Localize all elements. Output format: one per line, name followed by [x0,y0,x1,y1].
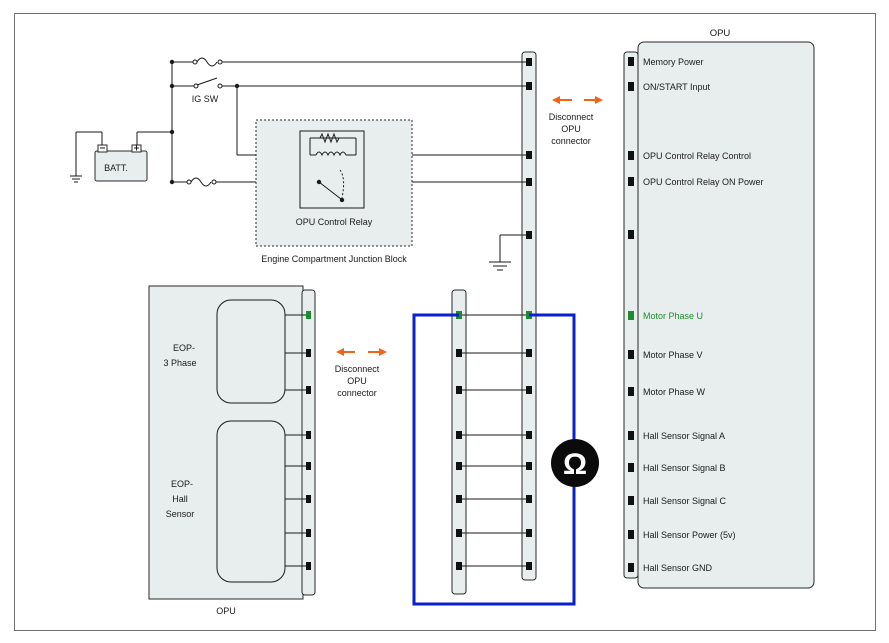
opu-pin-5 [628,230,634,239]
pin-label-relay-on-power: OPU Control Relay ON Power [643,177,764,187]
harness-left-pin-3 [456,386,462,394]
ohmmeter-loop [412,313,576,606]
eop-hall-label-3: Sensor [166,509,195,519]
harness-right-pin-3 [526,151,532,159]
harness-left-pin-7 [456,529,462,537]
opu-pin-9 [628,431,634,440]
pin-label-on-start-input: ON/START Input [643,82,711,92]
battery [70,131,148,183]
eop-pin-2 [306,349,311,357]
harness-right-pin-13 [526,562,532,570]
ohmmeter-icon [551,439,599,487]
pin-label-hall-signal-b: Hall Sensor Signal B [643,463,726,473]
opu-pin-3 [628,151,634,160]
pin-label-motor-phase-u: Motor Phase U [643,311,703,321]
harness-right-pin-2 [526,82,532,90]
opu-pin-6 [628,311,634,320]
pin-label-motor-phase-w: Motor Phase W [643,387,706,397]
opu-pin-10 [628,463,634,472]
harness-wires [459,314,529,567]
pin-label-hall-power: Hall Sensor Power (5v) [643,530,736,540]
opu-pin-7 [628,350,634,359]
disconnect-label-top-3: connector [551,136,591,146]
eop-3phase-block [216,299,286,404]
opu-bottom-title: OPU [216,606,236,616]
opu-pin-12 [628,530,634,539]
eop-pin-3 [306,386,311,394]
pin-label-memory-power: Memory Power [643,57,704,67]
eop-3phase-label-1: EOP- [173,343,195,353]
opu-right-pins [628,57,634,572]
harness-right-pin-8 [526,386,532,394]
opu-pin-8 [628,387,634,396]
relay-internals [309,132,357,203]
pin-label-motor-phase-v: Motor Phase V [643,350,703,360]
pin-label-relay-control: OPU Control Relay Control [643,151,751,161]
pin-label-hall-gnd: Hall Sensor GND [643,563,713,573]
eop-hall-block [216,420,286,583]
harness-right-pin-12 [526,529,532,537]
relay-label: OPU Control Relay [296,217,373,227]
harness-right-pin-4 [526,178,532,186]
harness-left-pin-6 [456,495,462,503]
disconnect-arrow-bottom [336,348,387,356]
harness-left-pin-8 [456,562,462,570]
opu-pin-13 [628,563,634,572]
disconnect-arrow-top [552,96,603,104]
opu-pin-11 [628,496,634,505]
eop-pin-6 [306,495,311,503]
harness-left-pin-2 [456,349,462,357]
battery-label: BATT. [104,163,128,173]
opu-pin-labels: Memory Power ON/START Input OPU Control … [643,57,764,573]
harness-right-pin-9 [526,431,532,439]
eop-pin-8 [306,562,311,570]
eop-connector [301,289,316,596]
harness-right-pin-11 [526,495,532,503]
harness-connector-left [451,289,467,595]
eop-hall-label-1: EOP- [171,479,193,489]
harness-right-pin-5 [526,231,532,239]
harness-left-pin-5 [456,462,462,470]
disconnect-label-bottom-1: Disconnect [335,364,380,374]
pin-label-hall-signal-a: Hall Sensor Signal A [643,431,725,441]
opu-control-relay [299,130,365,209]
disconnect-label-bottom-3: connector [337,388,377,398]
junction-block-label: Engine Compartment Junction Block [261,254,407,264]
disconnect-label-top-1: Disconnect [549,112,594,122]
eop-3phase-label-2: 3 Phase [163,358,196,368]
harness-right-pin-10 [526,462,532,470]
opu-right-title: OPU [710,28,731,39]
disconnect-label-bottom-2: OPU [347,376,367,386]
opu-pin-4 [628,177,634,186]
eop-pin-7 [306,529,311,537]
disconnect-label-top-2: OPU [561,124,581,134]
eop-connector-pins [306,311,311,570]
harness-right-pin-1 [526,58,532,66]
ohm-symbol: Ω [563,448,587,481]
pin-label-hall-signal-c: Hall Sensor Signal C [643,496,727,506]
opu-pin-2 [628,82,634,91]
harness-right-pin-7 [526,349,532,357]
diagram-frame [14,13,876,631]
eop-hall-label-2: Hall [172,494,188,504]
opu-pin-1 [628,57,634,66]
harness-left-pin-4 [456,431,462,439]
eop-pin-5 [306,462,311,470]
eop-pin-4 [306,431,311,439]
eop-pin-1 [306,311,311,319]
ig-sw-label: IG SW [192,94,219,104]
eop-internal-wires [285,314,306,567]
